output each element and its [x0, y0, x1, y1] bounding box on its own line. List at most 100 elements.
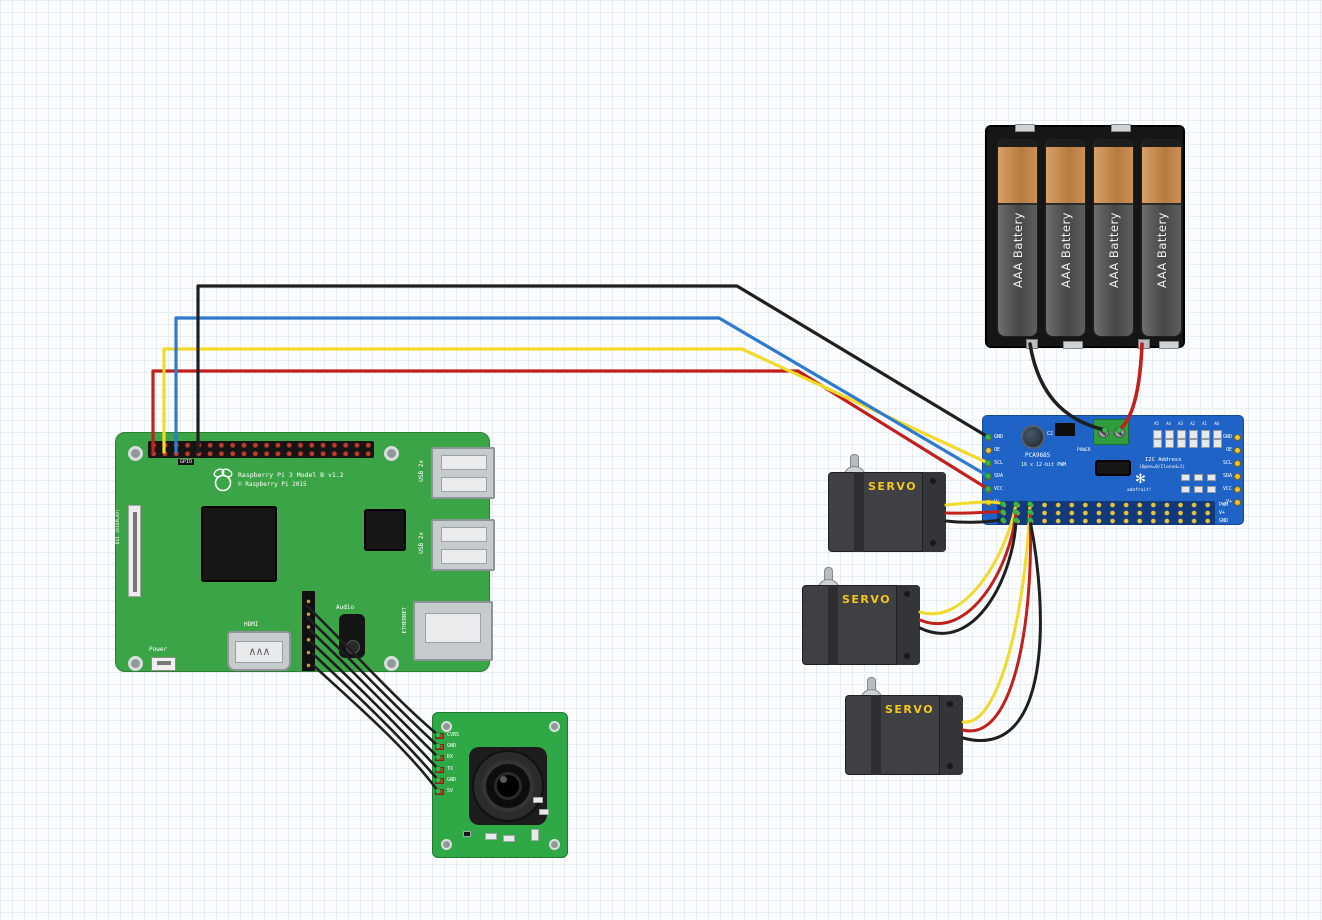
pin-sda[interactable]: [985, 473, 992, 480]
power-label: Power: [149, 646, 168, 653]
dsi-connector[interactable]: [128, 505, 141, 597]
mounting-hole: [441, 721, 452, 732]
servo-label: SERVO: [842, 593, 892, 606]
servo-2[interactable]: SERVO: [798, 565, 924, 675]
battery-label: AAA Battery: [1106, 212, 1121, 288]
servo-output-header[interactable]: [997, 501, 1215, 525]
pca9685-driver-board[interactable]: GND OE SCL SDA VCC V+ GND OE SCL SDA VCC…: [982, 415, 1244, 525]
dsi-slot: [133, 512, 137, 592]
camera-pin-label: GND: [447, 777, 457, 783]
wire-servo3-pwm-yellow[interactable]: [961, 502, 1032, 724]
address-jumper-a5[interactable]: A5: [1151, 421, 1162, 448]
wire-servo3-vplus-red[interactable]: [961, 510, 1032, 733]
pin-label-gnd-right: GND: [1222, 434, 1232, 440]
camera-pin-cvbs[interactable]: [435, 733, 444, 739]
camera-pin-tx[interactable]: [435, 767, 444, 773]
usb-slot: [441, 477, 487, 492]
camera-pin-5v[interactable]: [435, 789, 444, 795]
aaa-battery[interactable]: AAA Battery: [1045, 139, 1086, 337]
dsi-label: DSI (DISPLAY): [116, 509, 121, 545]
camera-connector[interactable]: [302, 591, 315, 671]
power-connector[interactable]: [151, 657, 176, 671]
camera-pin-label: RX: [447, 754, 454, 760]
servo-screw: [947, 701, 953, 707]
servo-band: [854, 472, 864, 552]
capacitor: [1021, 425, 1045, 449]
usb-port-top[interactable]: [431, 447, 495, 499]
smd-component: [531, 829, 539, 841]
camera-module[interactable]: CVBS GND RX TX GND 5V: [432, 712, 568, 858]
pin-gnd-right[interactable]: [1234, 434, 1241, 441]
wire-camera-6[interactable]: [312, 664, 440, 793]
mounting-hole: [549, 839, 560, 850]
address-jumper-a3[interactable]: A3: [1175, 421, 1186, 448]
pin-label-oe: OE: [994, 447, 1001, 453]
pin-gnd[interactable]: [985, 434, 992, 441]
camera-pin-gnd[interactable]: [435, 744, 444, 750]
chip-subtitle-label: 16 x 12-bit PWM: [1021, 462, 1067, 468]
battery-label: AAA Battery: [1058, 212, 1073, 288]
smd-component: [463, 831, 471, 837]
wire-camera-5[interactable]: [311, 652, 440, 782]
pin-label-gnd: GND: [994, 434, 1004, 440]
wire-pi-gnd-black[interactable]: [196, 284, 990, 454]
usb-top-label: USB 2x: [418, 460, 425, 482]
aaa-battery[interactable]: AAA Battery: [997, 139, 1038, 337]
raspberry-pi-board[interactable]: GPIO Raspberry Pi 3 Model B v1.2 © Raspb…: [115, 432, 495, 672]
battery-positive-lug[interactable]: [1138, 339, 1150, 349]
address-jumper-a2[interactable]: A2: [1187, 421, 1198, 448]
camera-pin-label: GND: [447, 743, 457, 749]
power-terminal-label: POWER: [1077, 448, 1091, 453]
aaa-battery[interactable]: AAA Battery: [1141, 139, 1182, 337]
pin-vplus[interactable]: [985, 499, 992, 506]
battery-holder[interactable]: AAA Battery AAA Battery AAA Battery AAA …: [985, 124, 1185, 349]
smd-component: [503, 835, 515, 842]
pin-oe[interactable]: [985, 447, 992, 454]
battery-copper-band: [1046, 147, 1085, 205]
aaa-battery[interactable]: AAA Battery: [1093, 139, 1134, 337]
address-jumper-a1[interactable]: A1: [1199, 421, 1210, 448]
address-jumper-a4[interactable]: A4: [1163, 421, 1174, 448]
mounting-hole: [549, 721, 560, 732]
pin-vcc[interactable]: [985, 486, 992, 493]
jumper-block: [1181, 474, 1190, 481]
wire-servo3-gnd-black[interactable]: [961, 518, 1042, 742]
board-copyright-label: © Raspberry Pi 2015: [238, 481, 307, 488]
camera-pin-gnd2[interactable]: [435, 778, 444, 784]
pin-vplus-right[interactable]: [1234, 499, 1241, 506]
audio-jack[interactable]: [339, 614, 365, 658]
pin-scl[interactable]: [985, 460, 992, 467]
usb-port-bottom[interactable]: [431, 519, 495, 571]
ethernet-port[interactable]: [413, 601, 493, 661]
servo-band: [828, 585, 838, 665]
terminal-screw[interactable]: [1114, 427, 1125, 438]
jumper-label: A3: [1178, 421, 1183, 426]
terminal-screw[interactable]: [1098, 427, 1109, 438]
chip-name-label: PCA9685: [1025, 452, 1051, 459]
smd-component: [533, 797, 543, 803]
pin-label-vcc-right: VCC: [1222, 486, 1232, 492]
pin-oe-right[interactable]: [1234, 447, 1241, 454]
power-terminal-block[interactable]: [1093, 419, 1129, 445]
jumper-block: [1194, 486, 1203, 493]
smd-component: [539, 809, 549, 815]
soc-chip: [201, 506, 277, 582]
address-jumper-a0[interactable]: A0: [1211, 421, 1222, 448]
battery-negative-lug[interactable]: [1026, 339, 1038, 349]
pin-scl-right[interactable]: [1234, 460, 1241, 467]
row-label-vplus: V+: [1219, 510, 1226, 516]
lens-highlight: [500, 776, 507, 783]
gpio-header[interactable]: [148, 441, 374, 458]
pin-vcc-right[interactable]: [1234, 486, 1241, 493]
jumper-label: A5: [1154, 421, 1159, 426]
pin-sda-right[interactable]: [1234, 473, 1241, 480]
battery-copper-band: [998, 147, 1037, 205]
capacitor-label: C2: [1047, 431, 1054, 437]
camera-pin-rx[interactable]: [435, 755, 444, 761]
ethernet-slot: [425, 613, 481, 643]
servo-screw: [904, 653, 910, 659]
servo-3[interactable]: SERVO: [841, 675, 967, 785]
servo-1[interactable]: SERVO: [824, 452, 950, 562]
hdmi-port[interactable]: ∧∧∧: [227, 631, 291, 671]
